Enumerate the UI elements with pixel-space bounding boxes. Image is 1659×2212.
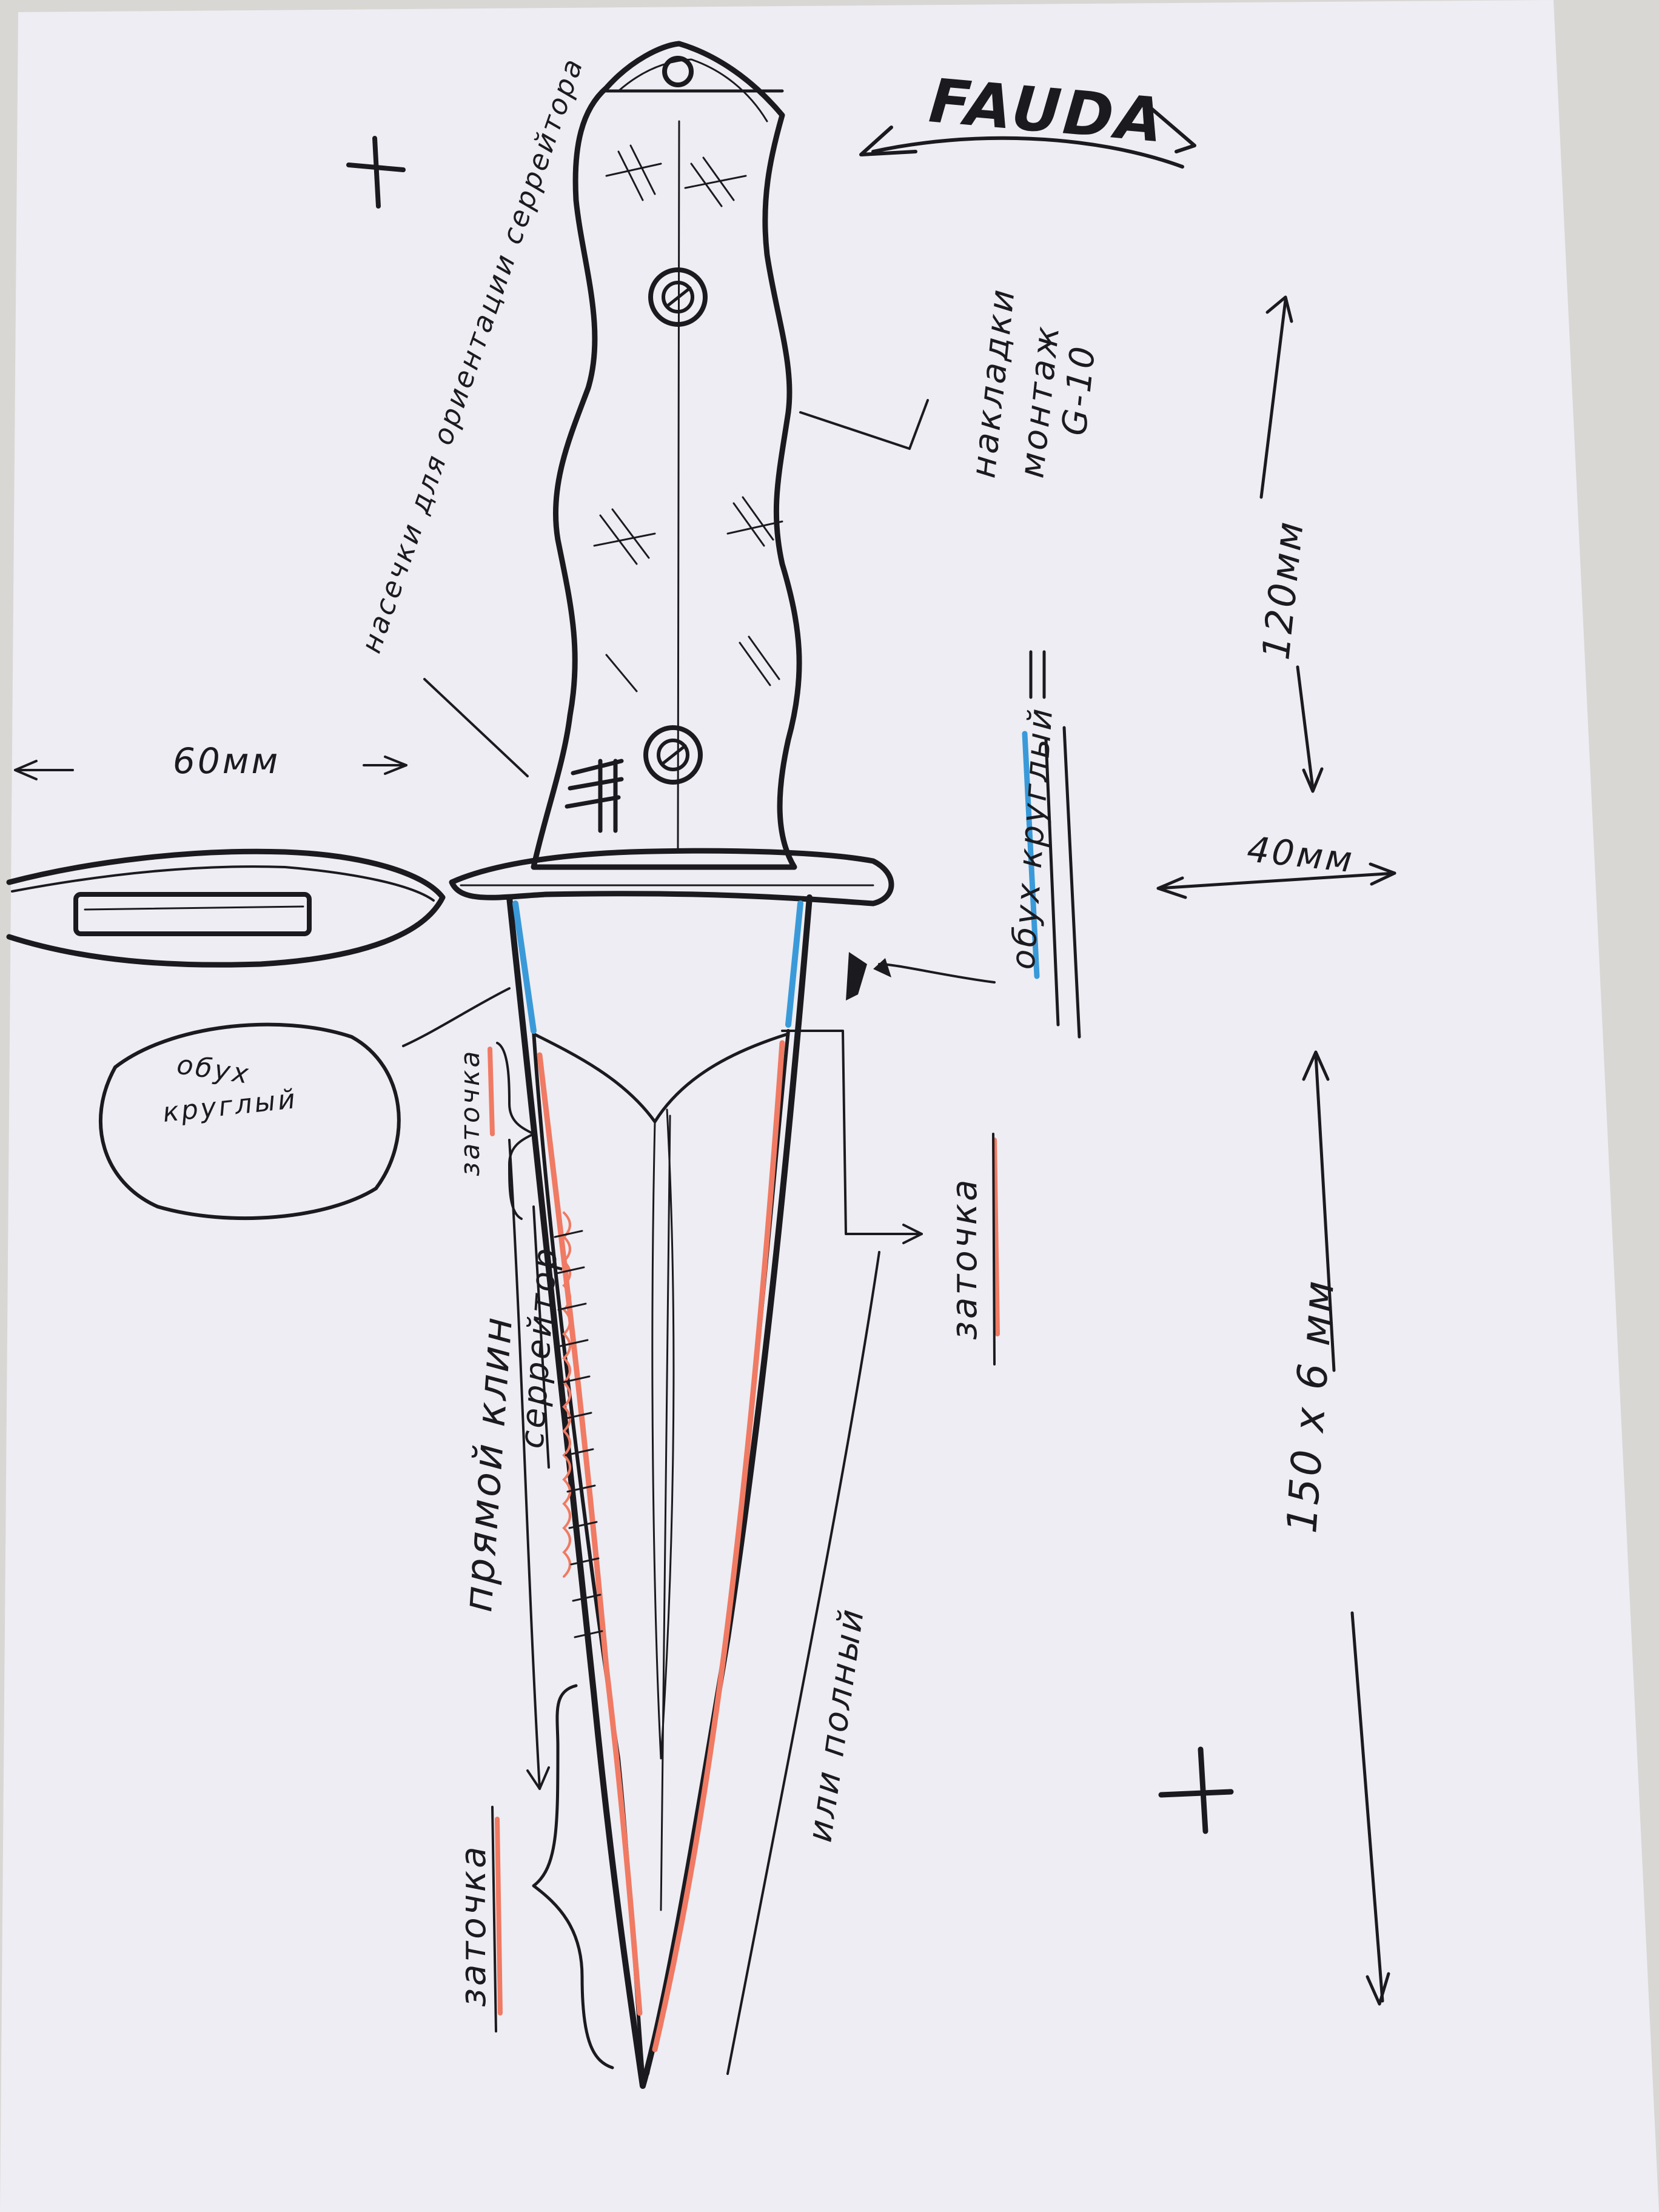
handle-screw-top [648,267,708,327]
registration-cross-top [346,136,406,209]
spine-marker-right [785,900,803,1028]
guard [449,848,894,907]
serrator-scallops [562,1212,571,1578]
spine-round-profile [846,952,867,1000]
spine-marker-left [512,900,537,1034]
edge-marker-left [537,1052,643,2016]
serrator-teeth [554,1230,603,1638]
blade-fuller [651,1108,675,1760]
blade-outline [506,894,813,2089]
handle-note-line3: G-10 [1054,343,1103,438]
spine-marker-note [1022,731,1040,979]
sharpening-top-brace [496,1042,535,1220]
edge-marker-right [652,1040,785,2053]
spine-round-top-underlines [1029,650,1081,1039]
guard-slot-inner [84,905,304,911]
dimension-blade-size: 150 х 6 мм [1278,1050,1390,2006]
sharpening-right-label: заточка [943,1178,985,1341]
guard-slot [73,892,312,936]
leader-lines [402,399,996,2075]
sharpening-bottom-label: заточка [452,1845,494,2008]
guard-side-inner-line [11,865,435,902]
thumb-notches [565,759,624,833]
handle-top-shading [617,58,768,122]
blade-center-line [660,1114,671,1911]
handle-screw-bottom [643,725,703,785]
spine-round-bubble [98,1022,401,1221]
guard-side-view [6,848,446,968]
handle-hatching [593,144,783,692]
dimension-guard-width: 60мм [14,740,407,782]
sharpening-bottom-underline [491,1806,497,2033]
sharpening-right-marker [992,1138,1000,1336]
spine-arrow-head [873,958,891,977]
guard-width-label: 60мм [173,740,280,782]
sharpening-bottom-marker [495,1817,503,2016]
serrator-underline [532,1205,550,1469]
handle-outline [531,41,802,870]
sharpening-bottom-brace [532,1684,614,2070]
lanyard-hole [662,56,694,87]
sharpening-top-label: заточка [455,1049,486,1176]
registration-cross-bottom [1158,1746,1234,1834]
sharpening-top-marker [488,1047,495,1136]
sharpening-right-underline [992,1133,996,1366]
